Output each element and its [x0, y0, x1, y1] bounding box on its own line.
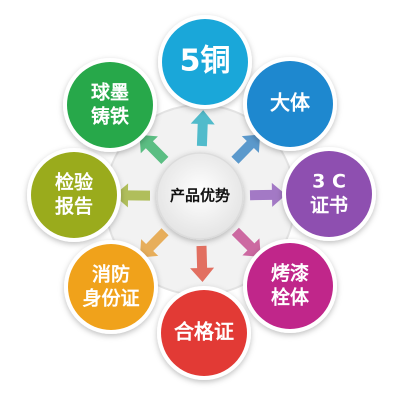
arrow — [231, 134, 261, 164]
node-label: 栓体 — [271, 286, 310, 309]
node-label: 身份证 — [82, 287, 139, 310]
arrow — [114, 183, 150, 208]
advantage-node: 大体 — [243, 57, 337, 151]
node-label: 铸铁 — [91, 105, 129, 128]
arrow — [139, 228, 169, 258]
node-circle — [286, 151, 372, 237]
node-label: 消防 — [92, 263, 130, 286]
arrow — [190, 110, 215, 147]
center-hub — [156, 152, 244, 240]
node-circle — [162, 19, 248, 105]
node-label: 3 C — [312, 171, 346, 193]
node-label: 证书 — [310, 195, 348, 217]
advantage-node: 5铜 — [158, 15, 252, 109]
node-circle — [247, 61, 333, 147]
node-circle — [247, 243, 333, 329]
arrow — [249, 182, 286, 207]
center-label: 产品优势 — [170, 187, 230, 205]
node-label: 检验 — [55, 171, 94, 194]
node-label: 报告 — [55, 195, 93, 218]
node-label: 烤漆 — [271, 262, 309, 285]
node-label: 大体 — [270, 91, 311, 115]
arrow — [231, 227, 261, 257]
arrows-layer — [114, 110, 286, 282]
node-circle — [67, 62, 153, 148]
advantage-node: 3 C证书 — [282, 147, 376, 241]
node-label: 5铜 — [180, 44, 231, 79]
node-label: 合格证 — [174, 320, 234, 344]
node-label: 球墨 — [91, 81, 129, 104]
node-circle — [31, 152, 117, 238]
advantage-node: 合格证 — [157, 286, 251, 380]
arrow — [190, 245, 215, 282]
arrow — [139, 134, 169, 164]
node-circle — [68, 244, 154, 330]
node-circle — [161, 290, 247, 376]
